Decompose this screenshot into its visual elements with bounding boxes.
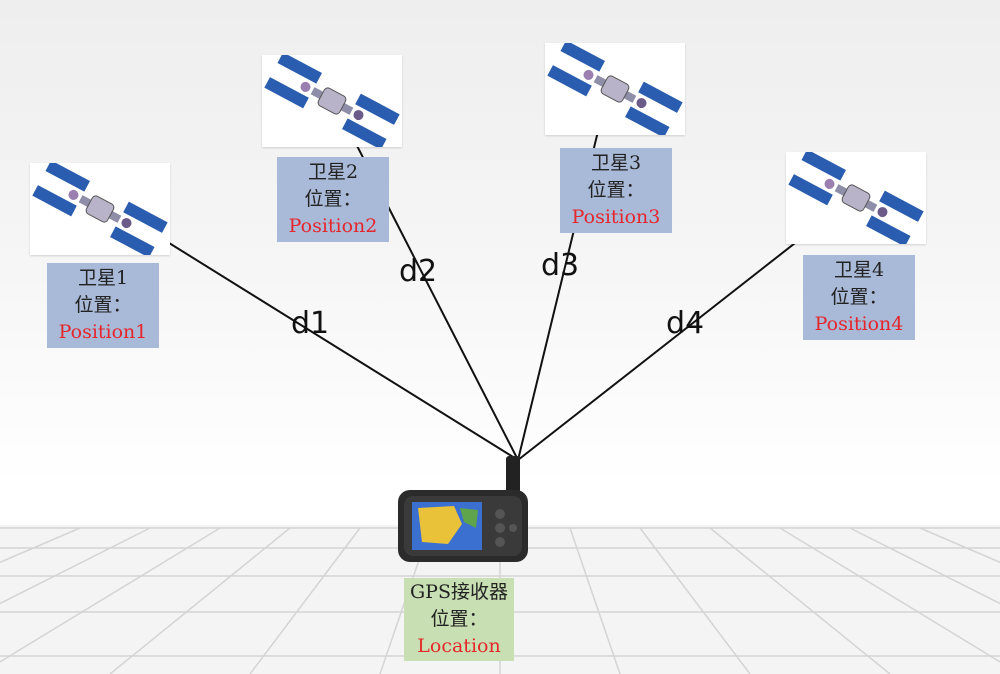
position-value: Position1	[58, 321, 148, 343]
satellite-icon	[32, 163, 168, 255]
position-value: Position3	[571, 206, 661, 228]
line-d3	[517, 81, 611, 461]
line-d1	[107, 204, 519, 461]
position-caption: 位置：	[430, 608, 488, 630]
receiver-label: GPS接收器 位置： Location	[404, 578, 514, 661]
distance-label-d2: d2	[399, 254, 438, 289]
satellite-3-label: 卫星3 位置： Position3	[560, 148, 672, 233]
satellite-icon	[547, 43, 683, 135]
position-caption: 位置：	[74, 294, 132, 316]
satellite-4-image	[786, 152, 926, 244]
satellite-name: 卫星2	[307, 161, 359, 183]
satellite-1-image	[30, 163, 170, 255]
receiver-position-value: Location	[417, 635, 501, 657]
satellite-1-label: 卫星1 位置： Position1	[47, 263, 159, 348]
distance-label-d1: d1	[291, 306, 330, 341]
position-caption: 位置：	[587, 179, 645, 201]
satellite-icon	[788, 152, 924, 244]
satellite-4-label: 卫星4 位置： Position4	[803, 255, 915, 340]
distance-label-d4: d4	[666, 306, 705, 341]
satellite-2-label: 卫星2 位置： Position2	[277, 157, 389, 242]
position-caption: 位置：	[830, 286, 888, 308]
gps-receiver-device	[398, 456, 528, 562]
satellite-3-image	[545, 43, 685, 135]
position-value: Position4	[814, 313, 904, 335]
satellite-name: 卫星4	[833, 259, 885, 281]
satellite-icon	[264, 55, 400, 147]
satellite-name: 卫星3	[590, 152, 642, 174]
distance-label-d3: d3	[541, 248, 580, 283]
position-value: Position2	[288, 215, 378, 237]
satellite-name: 卫星1	[77, 267, 129, 289]
receiver-name: GPS接收器	[410, 581, 508, 603]
satellite-2-image	[262, 55, 402, 147]
position-caption: 位置：	[304, 188, 362, 210]
